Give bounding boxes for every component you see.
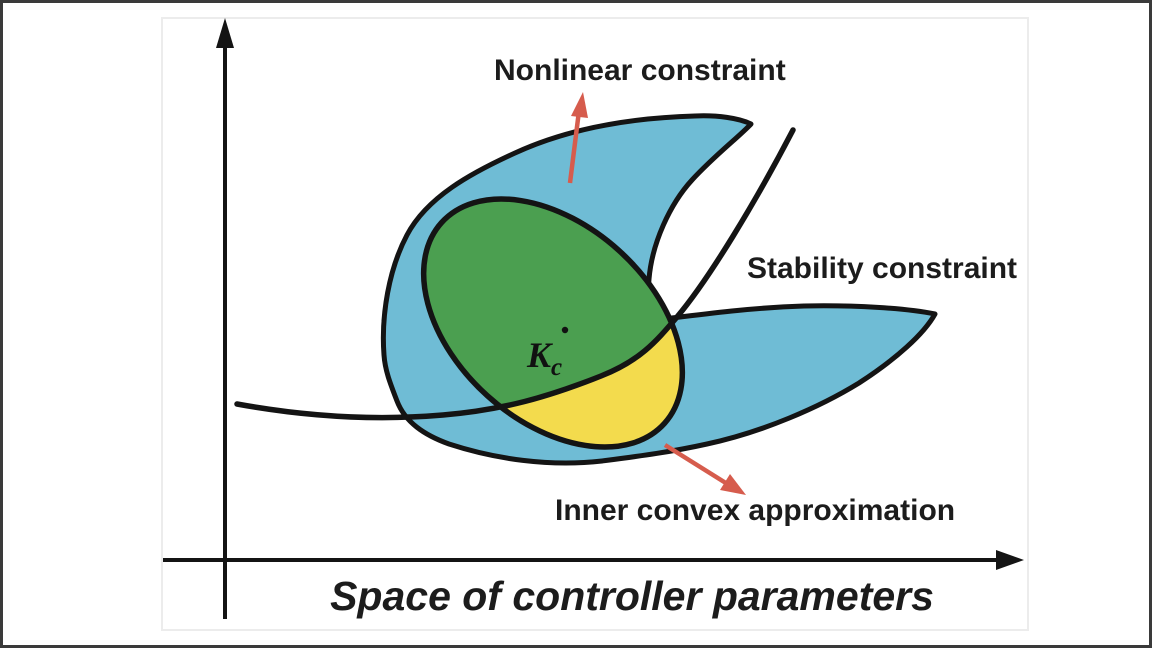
stability-constraint-curve xyxy=(234,127,796,421)
candidate-point-label-sub: c xyxy=(551,354,563,382)
inner-convex-approximation-region xyxy=(375,149,731,497)
inner-approx-arrow xyxy=(663,443,731,487)
x-axis-caption: Space of controller parameters xyxy=(330,573,934,619)
nonlinear-arrow xyxy=(567,110,582,184)
candidate-point-label: Kc xyxy=(527,334,562,380)
nonlinear-constraint-label: Nonlinear constraint xyxy=(494,54,786,87)
nonlinear-arrowhead-icon xyxy=(571,92,588,118)
stability-constraint-label: Stability constraint xyxy=(747,252,1018,285)
candidate-point-label-main: K xyxy=(527,335,552,375)
y-axis-arrowhead-icon xyxy=(216,18,234,48)
diagram-canvas xyxy=(163,18,1024,619)
x-axis-arrowhead-icon xyxy=(996,550,1024,570)
candidate-point-dot xyxy=(561,326,569,334)
inner-convex-approximation-label: Inner convex approximation xyxy=(555,494,956,527)
inner-approximation-outline xyxy=(420,196,686,450)
inner-approx-arrowhead-icon xyxy=(720,474,746,495)
